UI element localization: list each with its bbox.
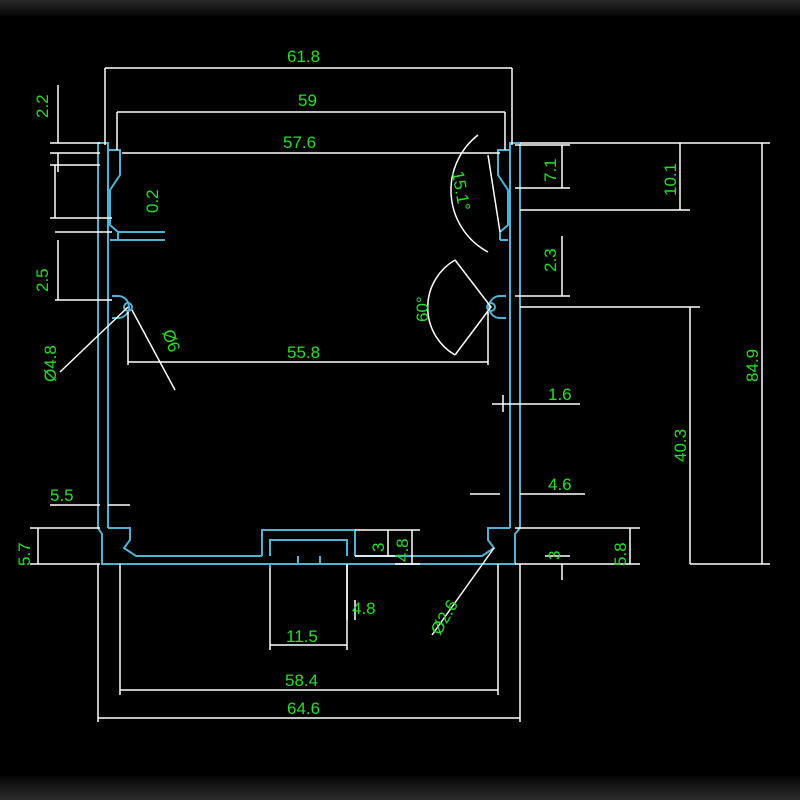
dim-line-5-7 [30, 527, 100, 565]
label-61-8: 61.8 [287, 47, 320, 66]
label-60-deg: 60° [413, 296, 432, 322]
label-57-6: 57.6 [283, 133, 316, 152]
left-wall-outer [97, 143, 120, 565]
label-10-1: 10.1 [661, 163, 680, 196]
leader-dia-2-6 [431, 547, 495, 636]
dim-line-5-8 [515, 527, 640, 565]
right-wall-outer [498, 143, 521, 565]
label-59: 59 [298, 91, 317, 110]
right-bottom-slot [355, 527, 510, 557]
label-4-6: 4.6 [548, 475, 572, 494]
dim-line-0-2 [50, 164, 112, 219]
label-0-2: 0.2 [143, 189, 162, 213]
dim-line-1-6 [492, 395, 580, 412]
angle-arc-15-1 [450, 134, 489, 253]
bottom-border-band [0, 776, 800, 800]
dim-line-40-3 [520, 306, 700, 564]
right-top-lip [497, 142, 520, 233]
dimension-labels: 61.8 59 57.6 2.2 0.2 2.5 Ø4.8 Ø6 55.8 15… [15, 47, 762, 718]
dim-line-2-2 [50, 85, 100, 172]
dim-line-7-1 [515, 144, 570, 189]
top-border-band [0, 0, 800, 16]
dim-line-3-right [545, 555, 570, 580]
leader-dia-6 [131, 309, 176, 391]
label-5-7: 5.7 [15, 542, 34, 566]
right-screw-boss [488, 295, 506, 319]
label-5-8: 5.8 [611, 542, 630, 566]
label-dia-6: Ø6 [158, 327, 184, 355]
t-slot-stem [297, 556, 321, 564]
angle-rays [454, 154, 501, 356]
label-dia-4-8: Ø4.8 [41, 345, 60, 382]
dim-line-55-8 [127, 312, 489, 365]
label-64-6: 64.6 [287, 699, 320, 718]
left-screw-boss [112, 295, 130, 319]
label-2-2: 2.2 [33, 94, 52, 118]
label-3-right: 3 [545, 551, 564, 560]
label-2-3: 2.3 [541, 248, 560, 272]
dim-line-64-6 [97, 564, 521, 722]
right-rail [499, 232, 508, 241]
label-5-5: 5.5 [50, 486, 74, 505]
dim-line-11-5 [269, 568, 348, 650]
label-3-tslot: 3 [369, 543, 388, 552]
label-84-9: 84.9 [743, 349, 762, 382]
angle-arc-60 [427, 259, 456, 356]
label-7-1: 7.1 [541, 158, 560, 182]
left-screw-hole [123, 302, 133, 312]
dim-line-61-8 [104, 67, 513, 145]
dim-line-84-9 [690, 142, 770, 565]
dim-line-2-3 [515, 236, 570, 297]
label-2-5: 2.5 [33, 268, 52, 292]
label-58-4: 58.4 [285, 671, 318, 690]
label-11-5: 11.5 [286, 627, 318, 646]
dim-line-2-5 [55, 231, 112, 301]
dim-line-10-1 [520, 142, 690, 211]
enclosure-profile [97, 142, 521, 568]
dimension-lines [30, 67, 770, 722]
leader-dia-4-8 [59, 306, 129, 373]
dim-line-59 [116, 111, 506, 150]
left-top-lip [98, 142, 165, 233]
label-dia-2-6: Ø2.6 [427, 597, 462, 638]
dim-line-4-8-right [395, 529, 420, 565]
right-screw-hole [486, 302, 496, 312]
left-bottom-slot [108, 527, 262, 557]
label-55-8: 55.8 [287, 343, 320, 362]
label-1-6: 1.6 [548, 385, 572, 404]
label-4-8-slot: 4.8 [352, 599, 376, 618]
dim-line-3-tslot [355, 529, 395, 557]
label-4-8-right: 4.8 [393, 538, 412, 562]
dim-line-58-4 [119, 564, 499, 695]
label-40-3: 40.3 [671, 429, 690, 462]
t-slot [261, 529, 356, 568]
left-rail [110, 232, 165, 241]
